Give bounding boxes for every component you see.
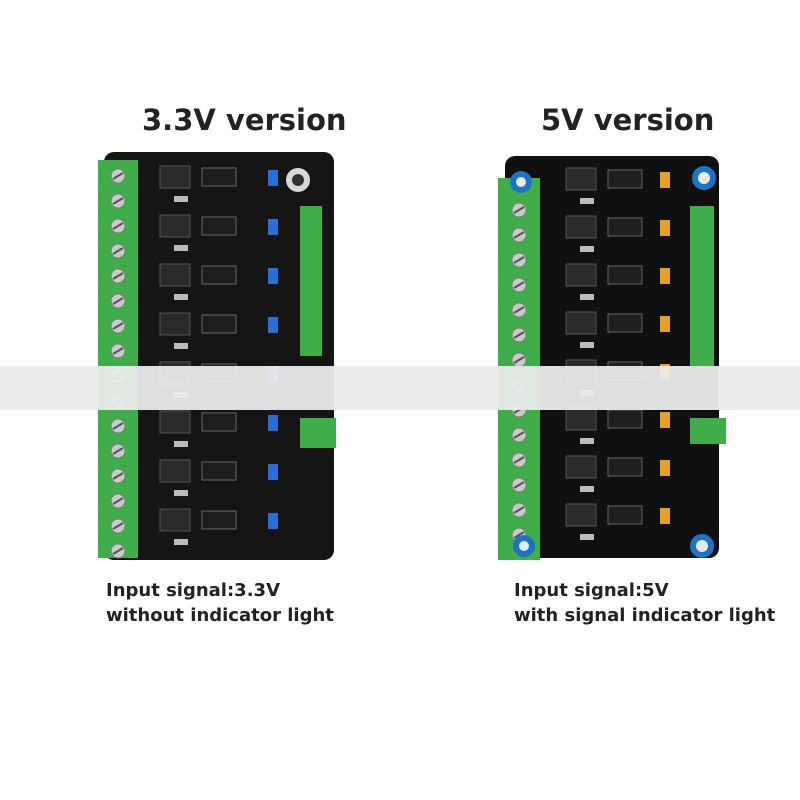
left-version-title: 3.3V version (142, 103, 347, 137)
overlay-banner (0, 366, 800, 410)
left-caption: Input signal:3.3V without indicator ligh… (106, 578, 334, 628)
right-caption-line2: with signal indicator light (514, 605, 776, 626)
left-caption-line2: without indicator light (106, 605, 334, 626)
left-caption-line1: Input signal:3.3V (106, 580, 280, 601)
right-version-title: 5V version (541, 103, 715, 137)
right-caption-line1: Input signal:5V (514, 580, 669, 601)
right-caption: Input signal:5V with signal indicator li… (514, 578, 775, 628)
right-relay-board (498, 156, 726, 560)
left-relay-board (98, 152, 336, 560)
